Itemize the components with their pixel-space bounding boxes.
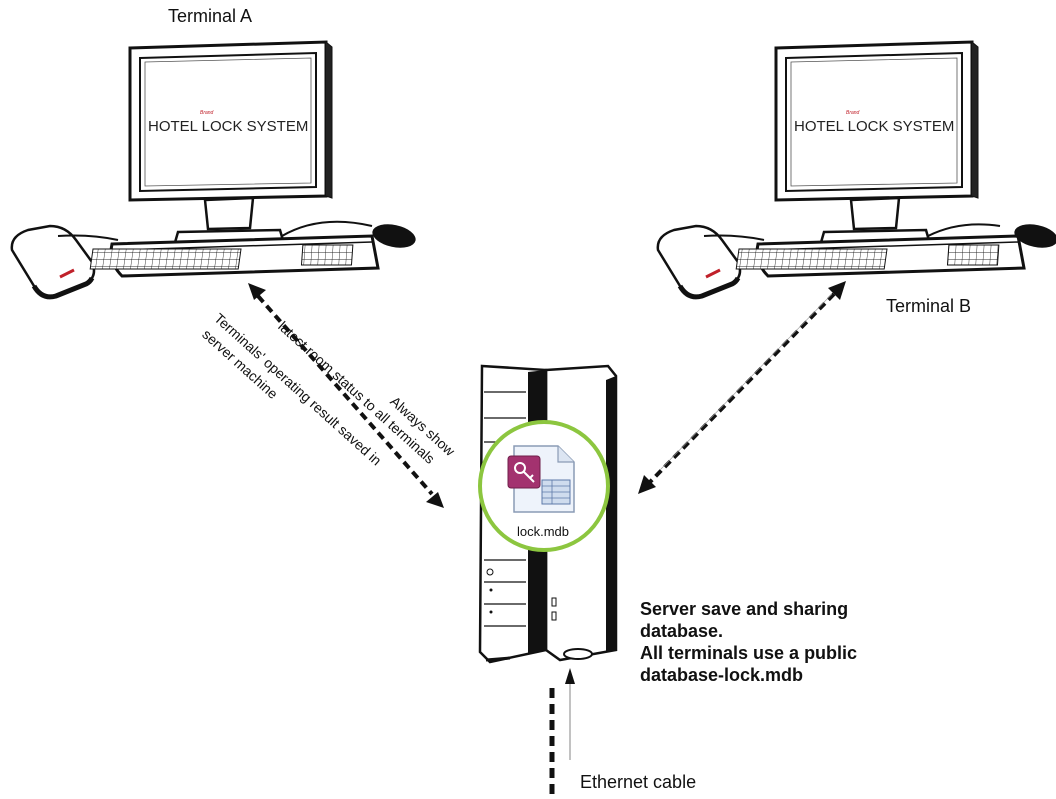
keyboard-a	[89, 234, 380, 278]
card-reader-b	[656, 224, 765, 300]
terminal-b	[656, 40, 1056, 300]
server-note-line: database.	[640, 621, 724, 641]
database-file	[478, 420, 610, 552]
server-note-line: Server save and sharing	[640, 599, 849, 619]
database-file-label: lock.mdb	[517, 524, 570, 539]
link-terminal-a-to-server	[248, 283, 444, 508]
ethernet-cable-label: Ethernet cable	[580, 772, 697, 792]
link-terminal-b-to-server	[638, 281, 846, 494]
server-note: Server save and sharing database. All te…	[640, 598, 857, 686]
server-note-line: All terminals use a public	[640, 643, 858, 663]
brand-tag-a: Brand	[200, 110, 214, 116]
screen-title-a: HOTEL LOCK SYSTEM	[148, 118, 309, 135]
screen-title-b: HOTEL LOCK SYSTEM	[794, 118, 955, 135]
monitor-a	[128, 40, 333, 248]
server-note-line: database-lock.mdb	[640, 665, 804, 685]
terminal-a-label: Terminal A	[168, 6, 253, 26]
monitor-b	[774, 40, 979, 248]
mouse-b	[927, 223, 1056, 248]
brand-tag-b: Brand	[846, 110, 860, 116]
keyboard-b	[735, 234, 1026, 278]
mouse-a	[281, 220, 416, 248]
terminal-b-label: Terminal B	[886, 296, 972, 316]
link-ethernet	[549, 668, 575, 799]
terminal-a	[10, 40, 416, 300]
